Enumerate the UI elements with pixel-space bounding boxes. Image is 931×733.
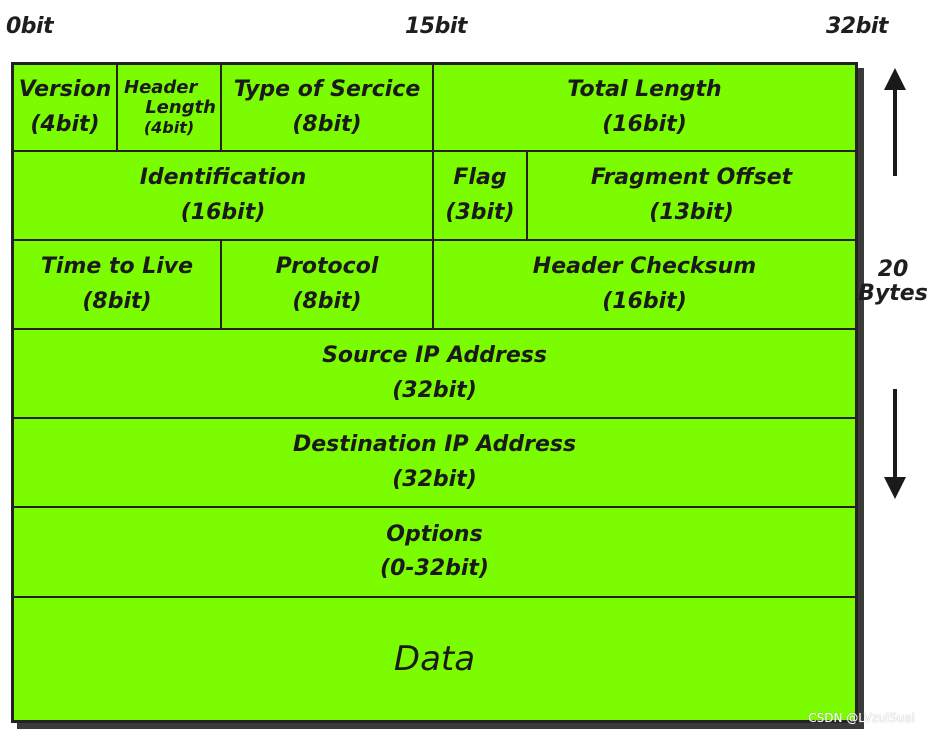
ruler-start-label: 0bit xyxy=(6,14,54,39)
field-options: Options (0-32bit) xyxy=(14,508,855,598)
field-source-ip-address: Source IP Address (32bit) xyxy=(14,330,855,419)
field-source-ip-name: Source IP Address xyxy=(322,343,547,369)
side-size-count: 20 xyxy=(877,257,909,282)
ruler-end-label: 32bit xyxy=(826,14,888,39)
field-header-length-name-line1: Header xyxy=(124,76,198,98)
field-total-length: Total Length (16bit) xyxy=(434,65,855,152)
field-header-length-size: (4bit) xyxy=(143,117,195,137)
field-identification: Identification (16bit) xyxy=(14,152,434,241)
field-time-to-live-name: Time to Live xyxy=(40,254,194,280)
field-identification-size: (16bit) xyxy=(180,199,266,225)
field-fragment-offset: Fragment Offset (13bit) xyxy=(528,152,855,241)
field-fragment-offset-size: (13bit) xyxy=(649,199,734,225)
side-size-label: 20 Bytes xyxy=(858,257,928,307)
field-header-checksum: Header Checksum (16bit) xyxy=(434,241,855,330)
field-type-of-service-name: Type of Sercice xyxy=(233,77,421,103)
field-identification-name: Identification xyxy=(139,165,307,191)
field-total-length-name: Total Length xyxy=(567,77,722,103)
field-type-of-service: Type of Sercice (8bit) xyxy=(222,65,434,152)
arrow-down-icon xyxy=(884,389,906,499)
field-protocol-name: Protocol xyxy=(275,254,379,280)
field-destination-ip-name: Destination IP Address xyxy=(292,432,577,458)
field-options-size: (0-32bit) xyxy=(380,556,489,581)
field-header-length: Header Length (4bit) xyxy=(118,65,222,152)
field-header-checksum-name: Header Checksum xyxy=(532,254,757,280)
field-version: Version (4bit) xyxy=(14,65,118,152)
field-version-name: Version xyxy=(18,77,112,103)
field-fragment-offset-name: Fragment Offset xyxy=(590,165,793,191)
field-header-length-name-line2: Length xyxy=(145,97,216,119)
field-protocol: Protocol (8bit) xyxy=(222,241,434,330)
field-flag-name: Flag xyxy=(453,165,507,191)
field-time-to-live-size: (8bit) xyxy=(82,288,152,314)
field-version-size: (4bit) xyxy=(30,111,100,137)
field-time-to-live: Time to Live (8bit) xyxy=(14,241,222,330)
field-data: Data xyxy=(14,598,855,720)
arrow-up-icon xyxy=(884,68,906,176)
ruler-middle-label: 15bit xyxy=(405,14,467,39)
field-options-name: Options xyxy=(386,521,483,547)
field-protocol-size: (8bit) xyxy=(292,288,362,314)
field-flag: Flag (3bit) xyxy=(434,152,528,241)
watermark: CSDN @LVzuiSuai xyxy=(808,711,915,725)
field-data-name: Data xyxy=(393,638,476,679)
field-destination-ip-address: Destination IP Address (32bit) xyxy=(14,419,855,508)
field-flag-size: (3bit) xyxy=(445,199,515,225)
field-total-length-size: (16bit) xyxy=(602,111,687,137)
field-source-ip-size: (32bit) xyxy=(392,377,477,403)
field-destination-ip-size: (32bit) xyxy=(392,466,477,492)
ipv4-header-table: Version (4bit) Header Length (4bit) Type… xyxy=(11,62,858,723)
field-header-checksum-size: (16bit) xyxy=(602,288,687,314)
field-type-of-service-size: (8bit) xyxy=(292,111,362,137)
side-size-unit: Bytes xyxy=(858,281,928,307)
